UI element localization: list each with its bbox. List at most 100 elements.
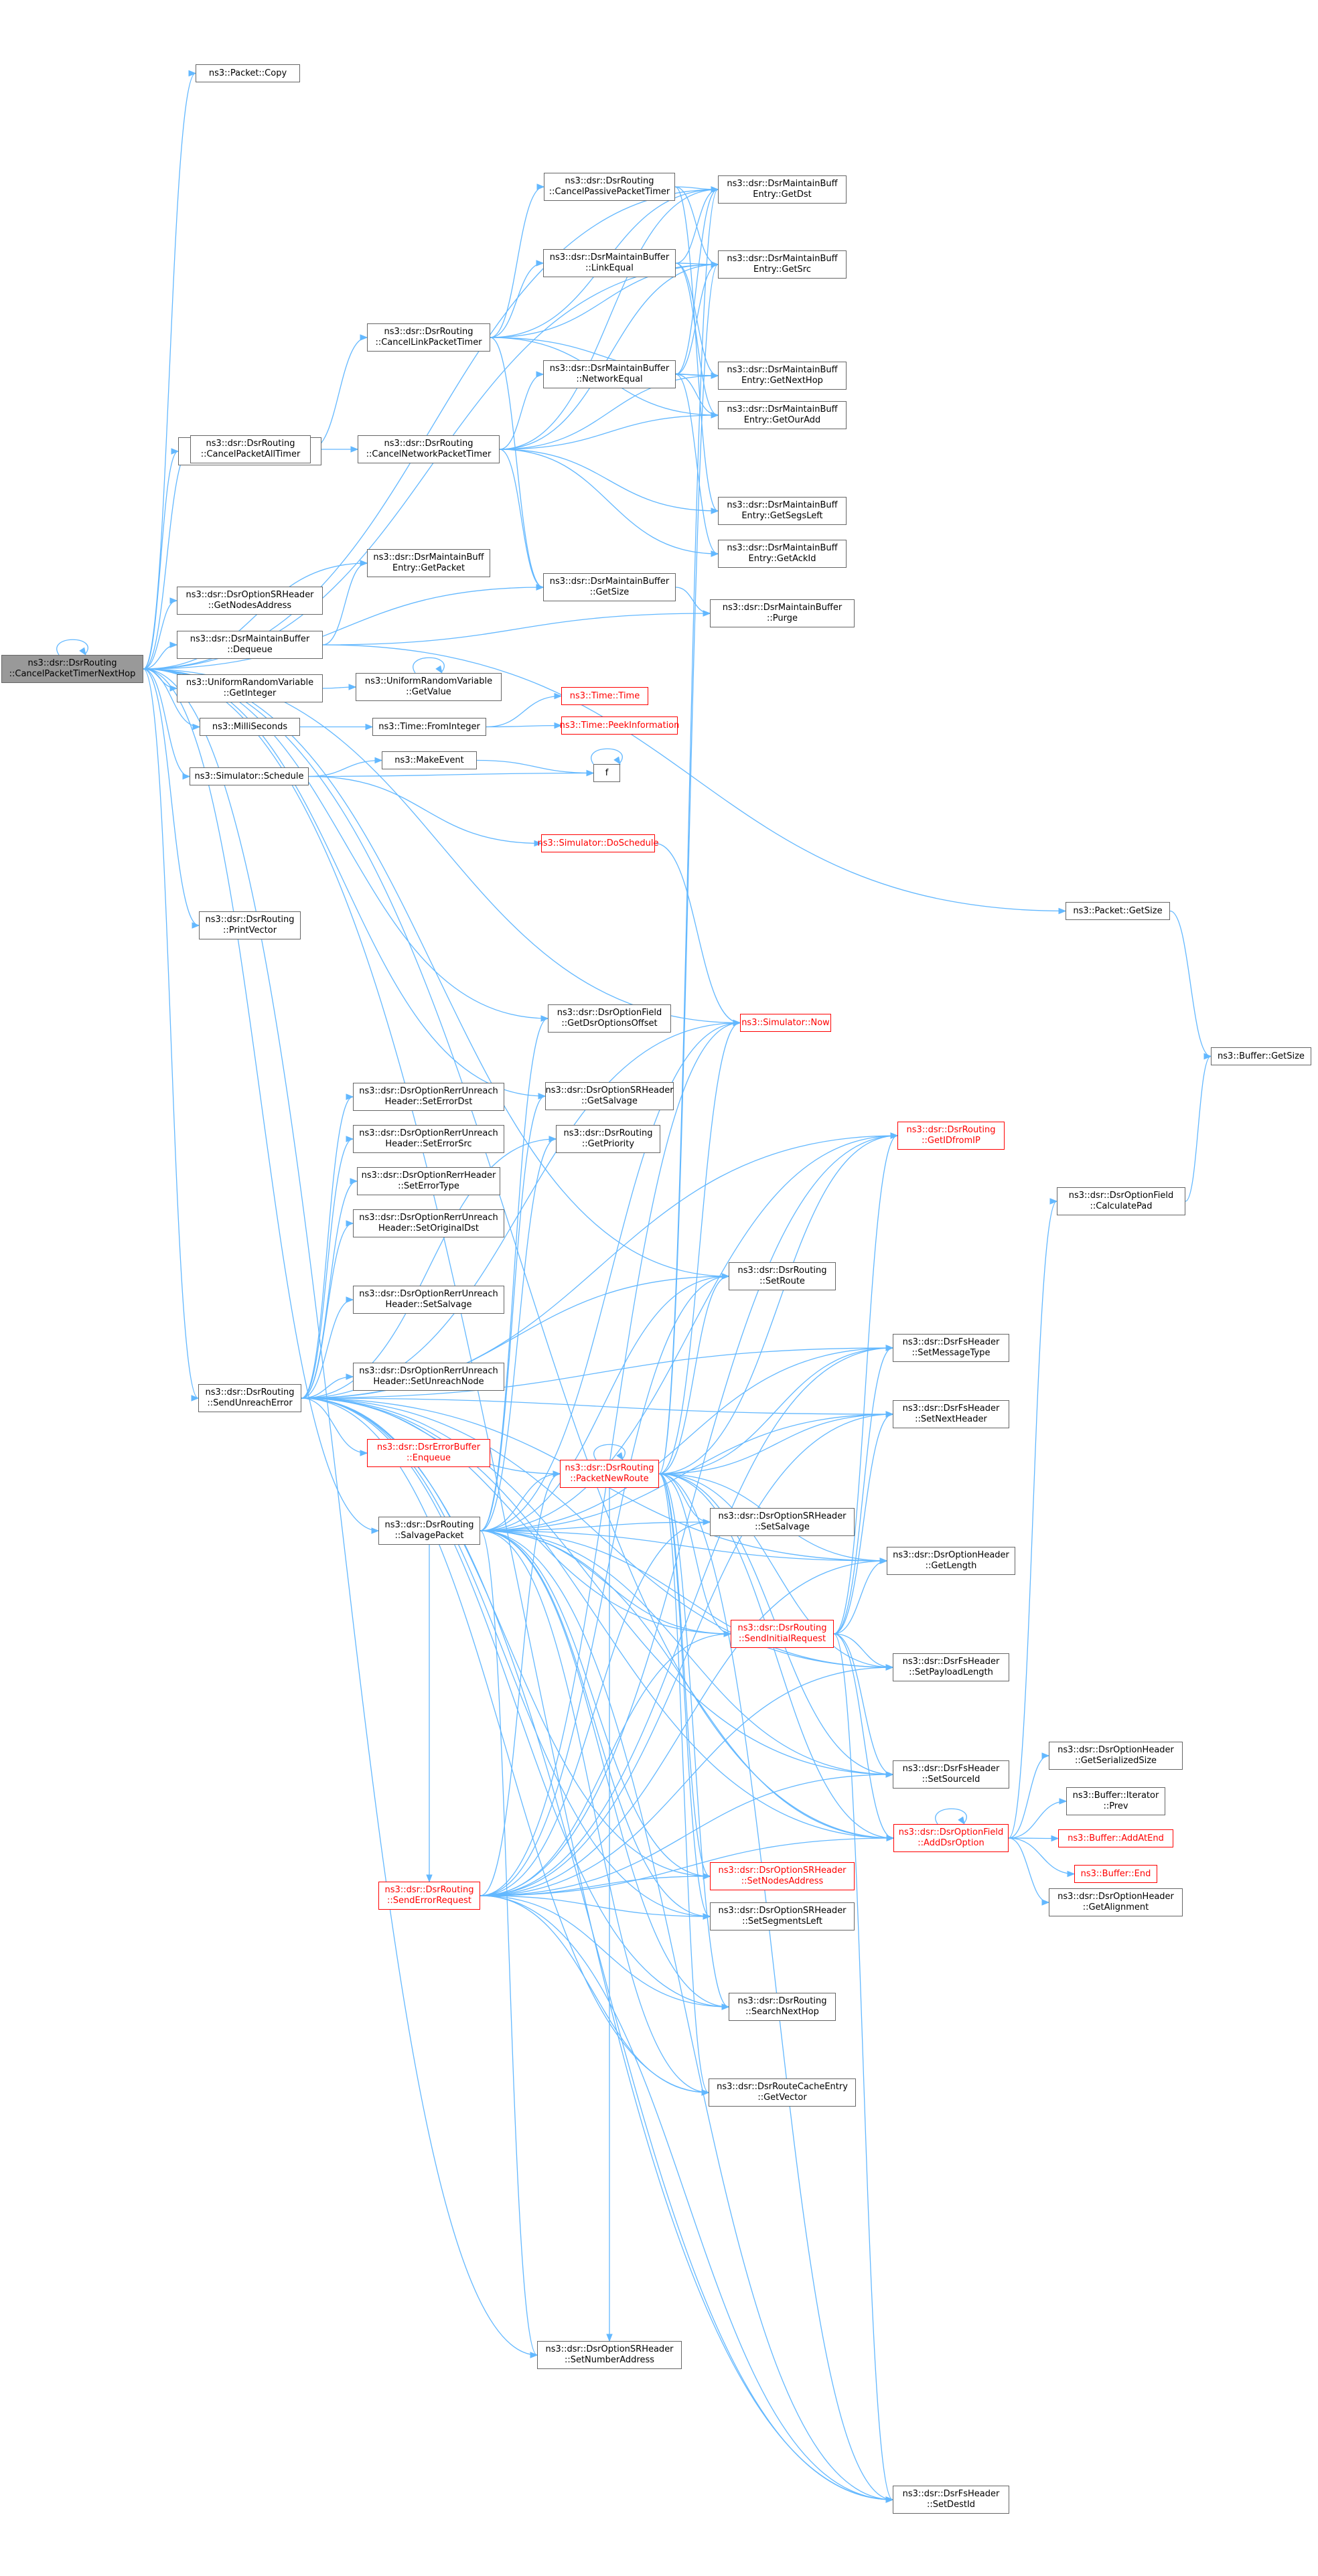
call-edge [658, 1473, 894, 1839]
node-label-line: ns3::dsr::DsrMaintainBuff [727, 543, 838, 553]
graph-node-get-priority[interactable]: ns3::dsr::DsrRouting::GetPriority [556, 1125, 660, 1153]
node-label-line: ns3::Time::FromInteger [378, 721, 480, 732]
node-label-line: ns3::dsr::DsrOptionField [557, 1008, 662, 1018]
edge-arrowhead [958, 1816, 965, 1825]
call-edge [413, 657, 445, 674]
graph-node-oh-getserialized[interactable]: ns3::dsr::DsrOptionHeader::GetSerialized… [1049, 1742, 1183, 1770]
graph-node-sim-doschedule[interactable]: ns3::Simulator::DoSchedule [537, 834, 659, 852]
edge-arrowhead [733, 1019, 741, 1027]
call-edge [301, 1223, 354, 1399]
edge-arrowhead [360, 560, 368, 566]
graph-node-buf-addatend[interactable]: ns3::Buffer::AddAtEnd [1058, 1829, 1173, 1847]
edge-arrowhead [1041, 1899, 1050, 1906]
graph-node-of-adddsroption[interactable]: ns3::dsr::DsrOptionField::AddDsrOption [893, 1824, 1009, 1852]
edge-arrowhead [346, 1220, 354, 1227]
graph-node-set-route[interactable]: ns3::dsr::DsrRouting::SetRoute [729, 1262, 836, 1290]
graph-node-sim-schedule[interactable]: ns3::Simulator::Schedule [190, 767, 309, 785]
graph-node-cancel-link[interactable]: ns3::dsr::DsrRouting::CancelLinkPacketTi… [367, 323, 490, 352]
graph-node-fs-setdestid[interactable]: ns3::dsr::DsrFsHeader::SetDestId [893, 2486, 1009, 2514]
graph-node-cancel-passive[interactable]: ns3::dsr::DsrRouting::CancelPassivePacke… [544, 173, 675, 201]
node-label-line: ::CalculatePad [1090, 1201, 1153, 1211]
graph-node-pkt-getsize[interactable]: ns3::Packet::GetSize [1066, 902, 1170, 920]
call-edge [480, 1530, 894, 1839]
graph-node-set-segsleft[interactable]: ns3::dsr::DsrOptionSRHeader::SetSegments… [710, 1902, 855, 1930]
graph-node-buf-getsize[interactable]: ns3::Buffer::GetSize [1211, 1047, 1311, 1065]
graph-node-rce-getvector[interactable]: ns3::dsr::DsrRouteCacheEntry::GetVector [709, 2078, 856, 2107]
graph-node-mb-networkequal[interactable]: ns3::dsr::DsrMaintainBuffer::NetworkEqua… [543, 360, 676, 388]
graph-node-set-numaddr[interactable]: ns3::dsr::DsrOptionSRHeader::SetNumberAd… [537, 2341, 682, 2369]
graph-node-send-initial-req[interactable]: ns3::dsr::DsrRouting::SendInitialRequest [731, 1620, 834, 1648]
graph-node-get-nodes-addr[interactable]: ns3::dsr::DsrOptionSRHeader::GetNodesAdd… [177, 587, 323, 615]
graph-node-fs-setpayload[interactable]: ns3::dsr::DsrFsHeader::SetPayloadLength [893, 1653, 1009, 1681]
node-label-line: Entry::GetOurAdd [743, 415, 821, 425]
node-label-line: ns3::dsr::DsrRouting [737, 1996, 827, 2006]
call-edge [480, 1774, 893, 1896]
graph-node-sim-now[interactable]: ns3::Simulator::Now [740, 1014, 831, 1032]
edge-arrowhead [553, 1470, 561, 1477]
graph-node-f[interactable]: f [593, 764, 620, 782]
graph-node-mb-getsize[interactable]: ns3::dsr::DsrMaintainBuffer::GetSize [543, 573, 676, 601]
graph-node-get-idfromip[interactable]: ns3::dsr::DsrRouting::GetIDfromIP [897, 1122, 1005, 1150]
graph-node-make-event[interactable]: ns3::MakeEvent [382, 751, 477, 769]
node-label-line: ns3::dsr::DsrErrorBuffer [376, 1442, 481, 1452]
graph-node-oh-getalignment[interactable]: ns3::dsr::DsrOptionHeader::GetAlignment [1049, 1888, 1183, 1916]
graph-node-send-unreach[interactable]: ns3::dsr::DsrRouting::SendUnreachError [198, 1384, 301, 1412]
graph-node-print-vector[interactable]: ns3::dsr::DsrRouting::PrintVector [199, 911, 301, 939]
node-label-line: ns3::dsr::DsrMaintainBuffer [549, 252, 670, 262]
graph-node-urv-getint[interactable]: ns3::UniformRandomVariable::GetInteger [177, 674, 323, 702]
call-edge [674, 186, 719, 512]
graph-node-time-time[interactable]: ns3::Time::Time [561, 687, 648, 705]
graph-node-fs-setsourceid[interactable]: ns3::dsr::DsrFsHeader::SetSourceId [893, 1760, 1009, 1789]
graph-node-set-salvage-sr[interactable]: ns3::dsr::DsrOptionSRHeader::SetSalvage [710, 1508, 855, 1536]
graph-node-buf-end[interactable]: ns3::Buffer::End [1074, 1865, 1157, 1883]
graph-node-fs-setmsgtype[interactable]: ns3::dsr::DsrFsHeader::SetMessageType [893, 1334, 1009, 1362]
graph-node-pkt-copy[interactable]: ns3::Packet::Copy [196, 64, 300, 82]
call-edge [301, 1397, 709, 2093]
graph-node-mb-linkequal[interactable]: ns3::dsr::DsrMaintainBuffer::LinkEqual [543, 249, 676, 277]
call-edge [1008, 1837, 1075, 1875]
edge-arrowhead [701, 2089, 710, 2096]
call-edge [1008, 1201, 1057, 1839]
graph-node-time-peek[interactable]: ns3::Time::PeekInformation [559, 716, 680, 735]
graph-node-oh-getlength[interactable]: ns3::dsr::DsrOptionHeader::GetLength [887, 1547, 1015, 1575]
edge-arrowhead [346, 1136, 354, 1142]
graph-node-fs-setnextheader[interactable]: ns3::dsr::DsrFsHeader::SetNextHeader [893, 1400, 1009, 1428]
graph-node-cancel-all[interactable]: ns3::dsr::DsrRouting::CancelPacketAllTim… [190, 435, 311, 463]
node-label-line: ::GetSalvage [581, 1096, 638, 1106]
edge-arrowhead [426, 1874, 433, 1883]
graph-node-cancel-network[interactable]: ns3::dsr::DsrRouting::CancelNetworkPacke… [358, 435, 500, 463]
graph-node-search-nexthop[interactable]: ns3::dsr::DsrRouting::SearchNextHop [729, 1993, 836, 2021]
node-label-line: ::GetValue [406, 687, 451, 697]
graph-node-time-fromint[interactable]: ns3::Time::FromInteger [372, 718, 486, 736]
node-label-line: Header::SetUnreachNode [373, 1377, 484, 1387]
graph-node-packet-new-route[interactable]: ns3::dsr::DsrRouting::PacketNewRoute [560, 1460, 659, 1488]
graph-node-set-errortype[interactable]: ns3::dsr::DsrOptionRerrHeader::SetErrorT… [357, 1167, 500, 1195]
graph-node-mb-purge[interactable]: ns3::dsr::DsrMaintainBuffer::Purge [710, 599, 855, 627]
node-label-line: ns3::Time::PeekInformation [559, 720, 680, 731]
graph-node-get-opts-offset[interactable]: ns3::dsr::DsrOptionField::GetDsrOptionsO… [548, 1004, 671, 1033]
graph-node-eb-enqueue[interactable]: ns3::dsr::DsrErrorBuffer::Enqueue [367, 1439, 490, 1467]
graph-node-millis[interactable]: ns3::MilliSeconds [200, 718, 300, 736]
edge-arrowhead [346, 1296, 354, 1303]
graph-node-get-salvage[interactable]: ns3::dsr::DsrOptionSRHeader::GetSalvage [545, 1082, 674, 1110]
graph-node-of-calcpad[interactable]: ns3::dsr::DsrOptionField::CalculatePad [1057, 1187, 1185, 1215]
graph-node-bufit-prev[interactable]: ns3::Buffer::Iterator::Prev [1066, 1787, 1165, 1815]
graph-node-set-nodes-addr[interactable]: ns3::dsr::DsrOptionSRHeader::SetNodesAdd… [710, 1862, 855, 1890]
graph-node-salvage-packet[interactable]: ns3::dsr::DsrRouting::SalvagePacket [378, 1517, 480, 1545]
graph-node-send-error-req[interactable]: ns3::dsr::DsrRouting::SendErrorRequest [378, 1882, 480, 1910]
graph-node-root[interactable]: ns3::dsr::DsrRouting::CancelPacketTimerN… [1, 655, 143, 683]
graph-node-mb-dequeue[interactable]: ns3::dsr::DsrMaintainBuffer::Dequeue [177, 631, 323, 659]
graph-node-urv-getvalue[interactable]: ns3::UniformRandomVariable::GetValue [356, 673, 502, 701]
